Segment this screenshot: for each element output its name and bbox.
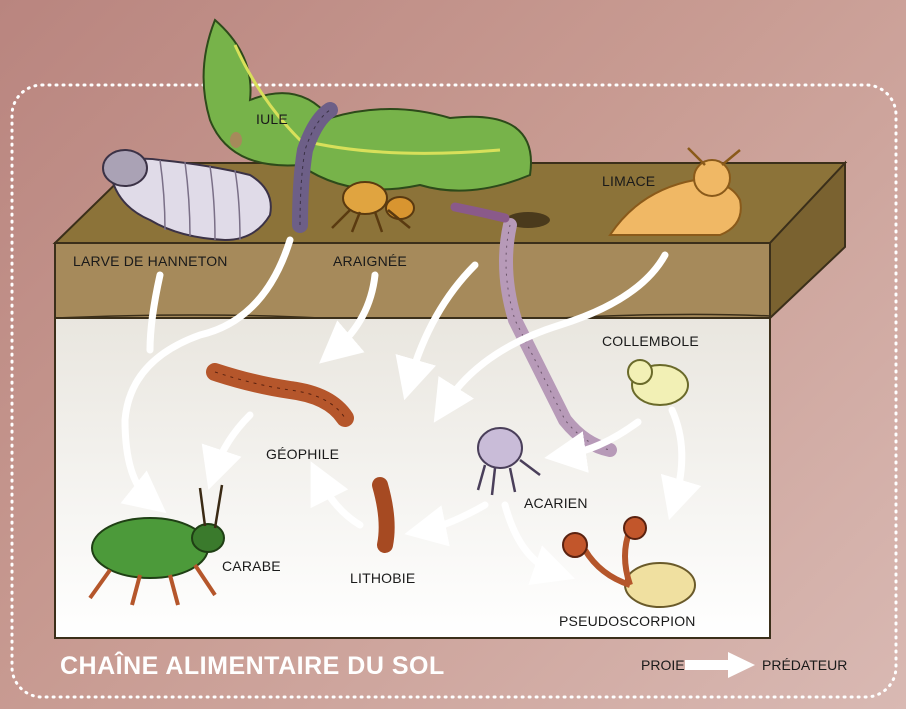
label-larve: LARVE DE HANNETON <box>73 253 228 269</box>
legend-prey-label: PROIE <box>641 657 685 673</box>
label-araignee: ARAIGNÉE <box>333 253 407 269</box>
label-carabe: CARABE <box>222 558 281 574</box>
label-limace: LIMACE <box>602 173 655 189</box>
legend-predator-label: PRÉDATEUR <box>762 657 847 673</box>
label-pseudoscorpion: PSEUDOSCORPION <box>559 613 696 629</box>
label-geophile: GÉOPHILE <box>266 446 339 462</box>
label-acarien: ACARIEN <box>524 495 588 511</box>
label-collembole: COLLEMBOLE <box>602 333 699 349</box>
lithobius <box>380 485 387 545</box>
label-iule: IULE <box>256 111 288 127</box>
label-lithobie: LITHOBIE <box>350 570 415 586</box>
legend-arrow-head <box>728 652 755 678</box>
diagram-title: CHAÎNE ALIMENTAIRE DU SOL <box>60 652 445 681</box>
